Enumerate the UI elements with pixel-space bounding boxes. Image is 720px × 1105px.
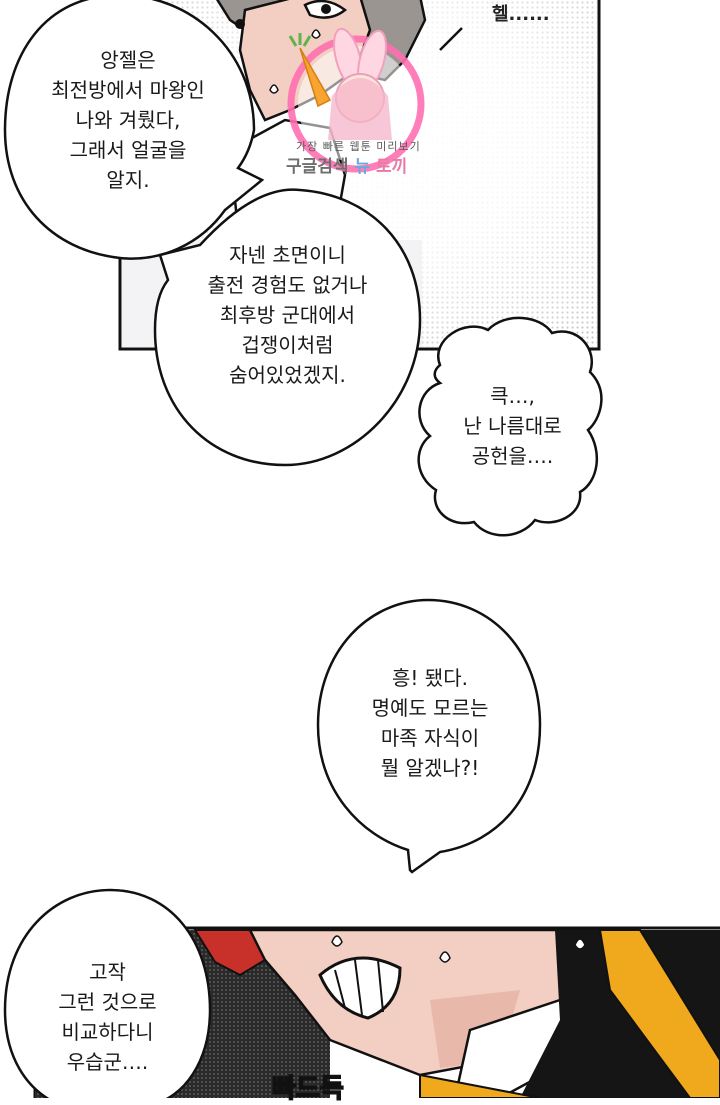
watermark-brand: 구글검색 뉴 토끼 (286, 152, 407, 177)
bubble-3-text: 큭…, 난 나름대로 공헌을…. (463, 384, 562, 468)
bottom-panel (33, 926, 720, 1098)
bubble-1-text: 앙젤은 최전방에서 마왕인 나와 겨뤘다, 그래서 얼굴을 알지. (51, 48, 205, 192)
watermark-logo (287, 27, 425, 173)
speech-bubble-4 (316, 598, 542, 874)
watermark-brand-part3: 토끼 (376, 157, 408, 177)
sfx-bottom: 빠드득 (271, 1073, 344, 1105)
speech-bubble-3 (417, 316, 603, 537)
watermark-brand-part1: 구글검색 (286, 157, 349, 177)
speech-bubble-5 (3, 888, 212, 1098)
bubble-5-text: 고작 그런 것으로 비교하다니 우습군…. (58, 960, 157, 1074)
bubble-4-text: 흥! 됐다. 명예도 모르는 마족 자식이 뭘 알겠나?! (371, 666, 489, 780)
watermark-tagline: 가장 빠른 웹툰 미리보기 (296, 140, 421, 153)
sfx-top: 헬...... (492, 4, 550, 25)
speech-bubble-2 (153, 188, 422, 467)
speech-bubble-1 (3, 0, 265, 260)
watermark-brand-part2: 뉴 (354, 157, 371, 177)
bubble-2-text: 자넨 초면이니 출전 경험도 없거나 최후방 군대에서 겁쟁이처럼 숨어있었겠지… (207, 243, 368, 387)
